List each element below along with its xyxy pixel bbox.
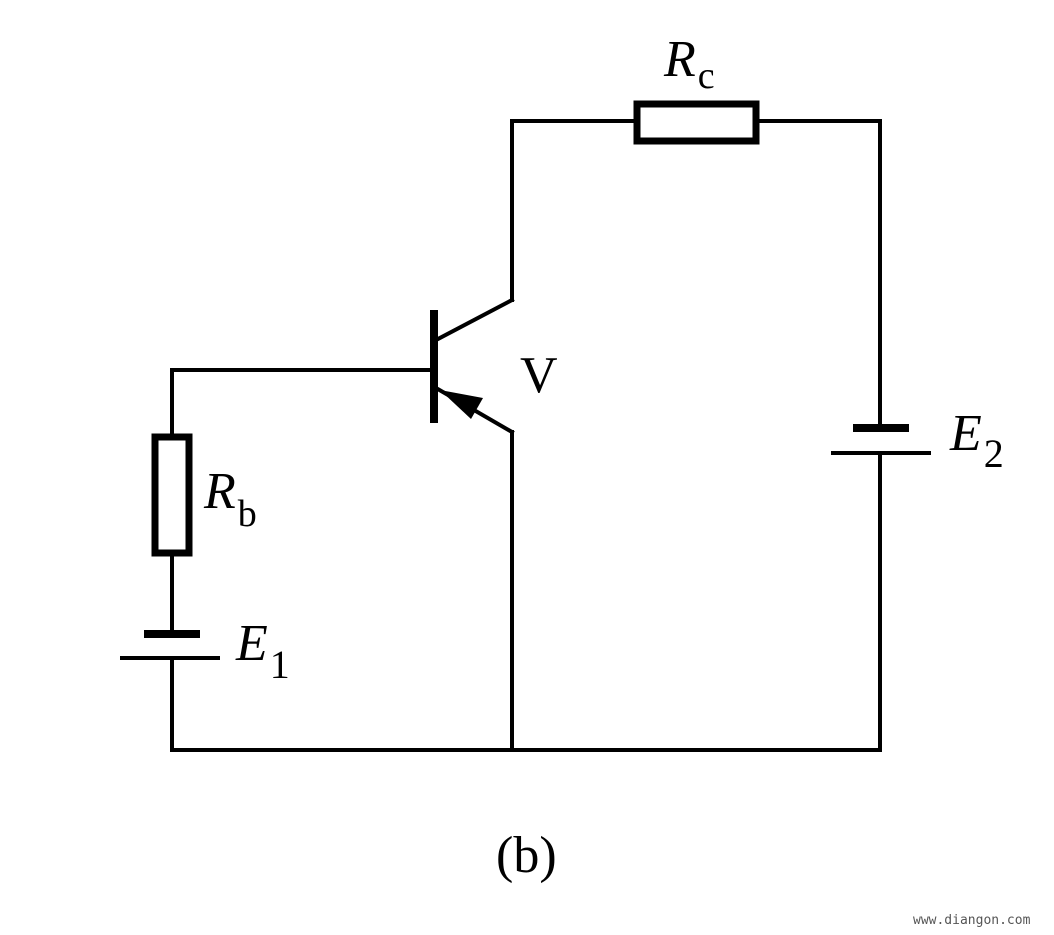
resistor-rb-symbol (151, 433, 193, 557)
figure-caption: (b) (496, 827, 557, 884)
wire-e1-to-ground (170, 656, 514, 752)
rb-label: Rb (203, 463, 257, 535)
rc-label: Rc (663, 31, 715, 97)
watermark-text: www.diangon.com (913, 913, 1031, 928)
wire-e2-to-ground (510, 451, 882, 752)
base-wiring (170, 368, 514, 752)
transistor-emitter-arrow-icon (440, 390, 483, 419)
wire-collector-to-rc (510, 119, 639, 302)
wire-rc-to-e2 (754, 119, 882, 430)
collector-wiring (510, 119, 882, 752)
wire-base-to-rb (170, 368, 436, 439)
battery-e2-symbol (831, 424, 931, 455)
transistor-collector-lead (433, 297, 515, 343)
transistor-symbol (430, 297, 515, 435)
e1-label: E1 (235, 615, 290, 687)
resistor-rc-symbol (633, 100, 760, 145)
transistor-label: V (520, 347, 558, 404)
e2-label: E2 (949, 405, 1004, 476)
battery-e1-symbol (120, 630, 220, 660)
